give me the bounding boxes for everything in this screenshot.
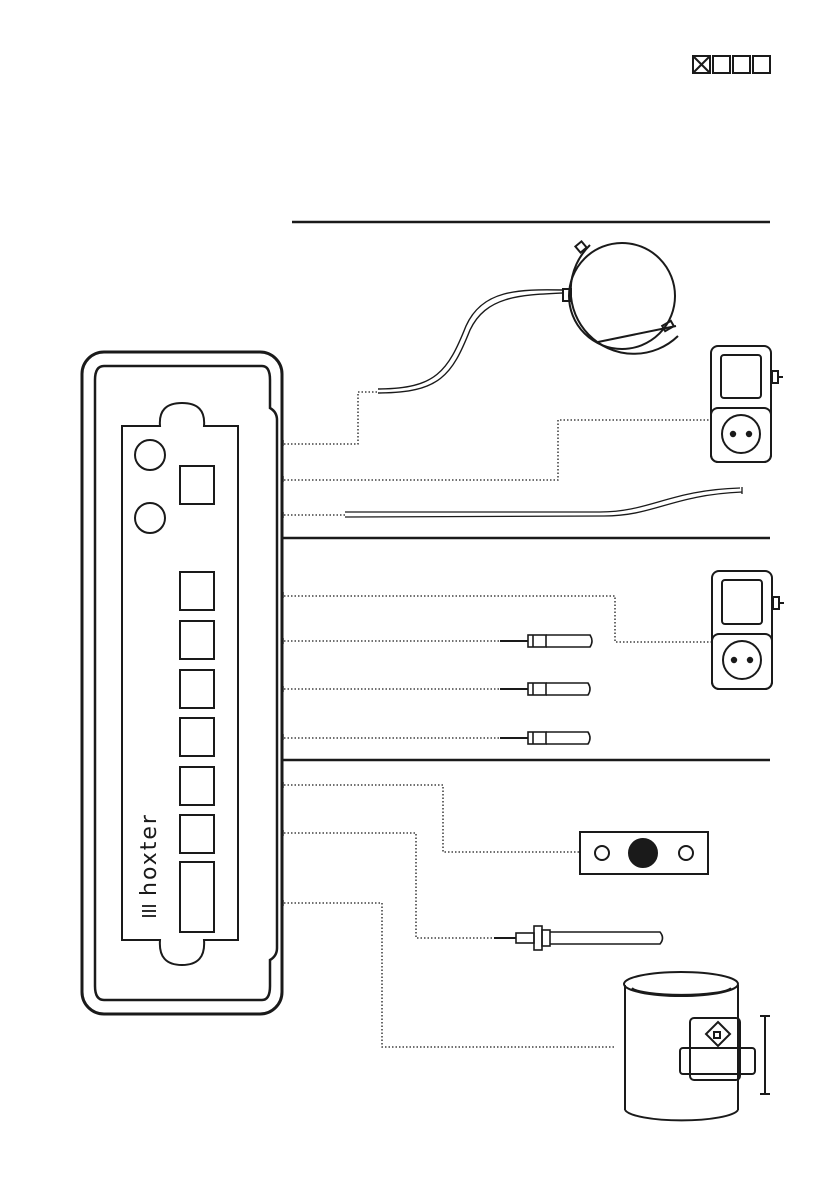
wire-flue-damper	[284, 903, 614, 1047]
connection-wires	[284, 392, 712, 1047]
stick-sensor-icon	[500, 683, 590, 695]
wire-socket-1	[284, 420, 710, 480]
wire-clamp-sensor	[284, 392, 378, 444]
stick-sensor-icon	[500, 732, 590, 744]
room-control-panel-icon	[580, 832, 708, 874]
wire-room-panel	[284, 785, 580, 852]
long-probe-icon	[345, 487, 742, 517]
controller-button-large	[180, 862, 214, 932]
power-socket-icon	[712, 571, 784, 689]
power-socket-icon	[711, 346, 783, 462]
immersion-sensor-icon	[494, 926, 663, 950]
section-dividers	[283, 222, 770, 760]
controller-outer-casing	[82, 352, 282, 1014]
page-box-3	[733, 56, 750, 73]
flue-damper-icon	[624, 972, 770, 1120]
controller-button-4	[180, 718, 214, 756]
stick-sensor-icon	[500, 635, 592, 647]
controller-button-6	[180, 815, 214, 853]
controller-button-5	[180, 767, 214, 805]
controller-knob-top	[135, 440, 165, 470]
controller-device	[82, 352, 282, 1014]
controller-button-1	[180, 572, 214, 610]
clamp-sensor-icon	[378, 241, 678, 393]
wire-socket-2	[284, 596, 712, 642]
controller-knob-bottom	[135, 503, 165, 533]
controller-button-3	[180, 670, 214, 708]
controller-button-2	[180, 621, 214, 659]
brand-logo-text: hoxter	[137, 813, 162, 896]
page-box-4	[753, 56, 770, 73]
wire-immersion-sensor	[284, 833, 494, 938]
page-box-2	[713, 56, 730, 73]
controller-display	[180, 466, 214, 504]
brand-mark-icon	[142, 906, 156, 916]
page-indicator	[693, 56, 770, 73]
